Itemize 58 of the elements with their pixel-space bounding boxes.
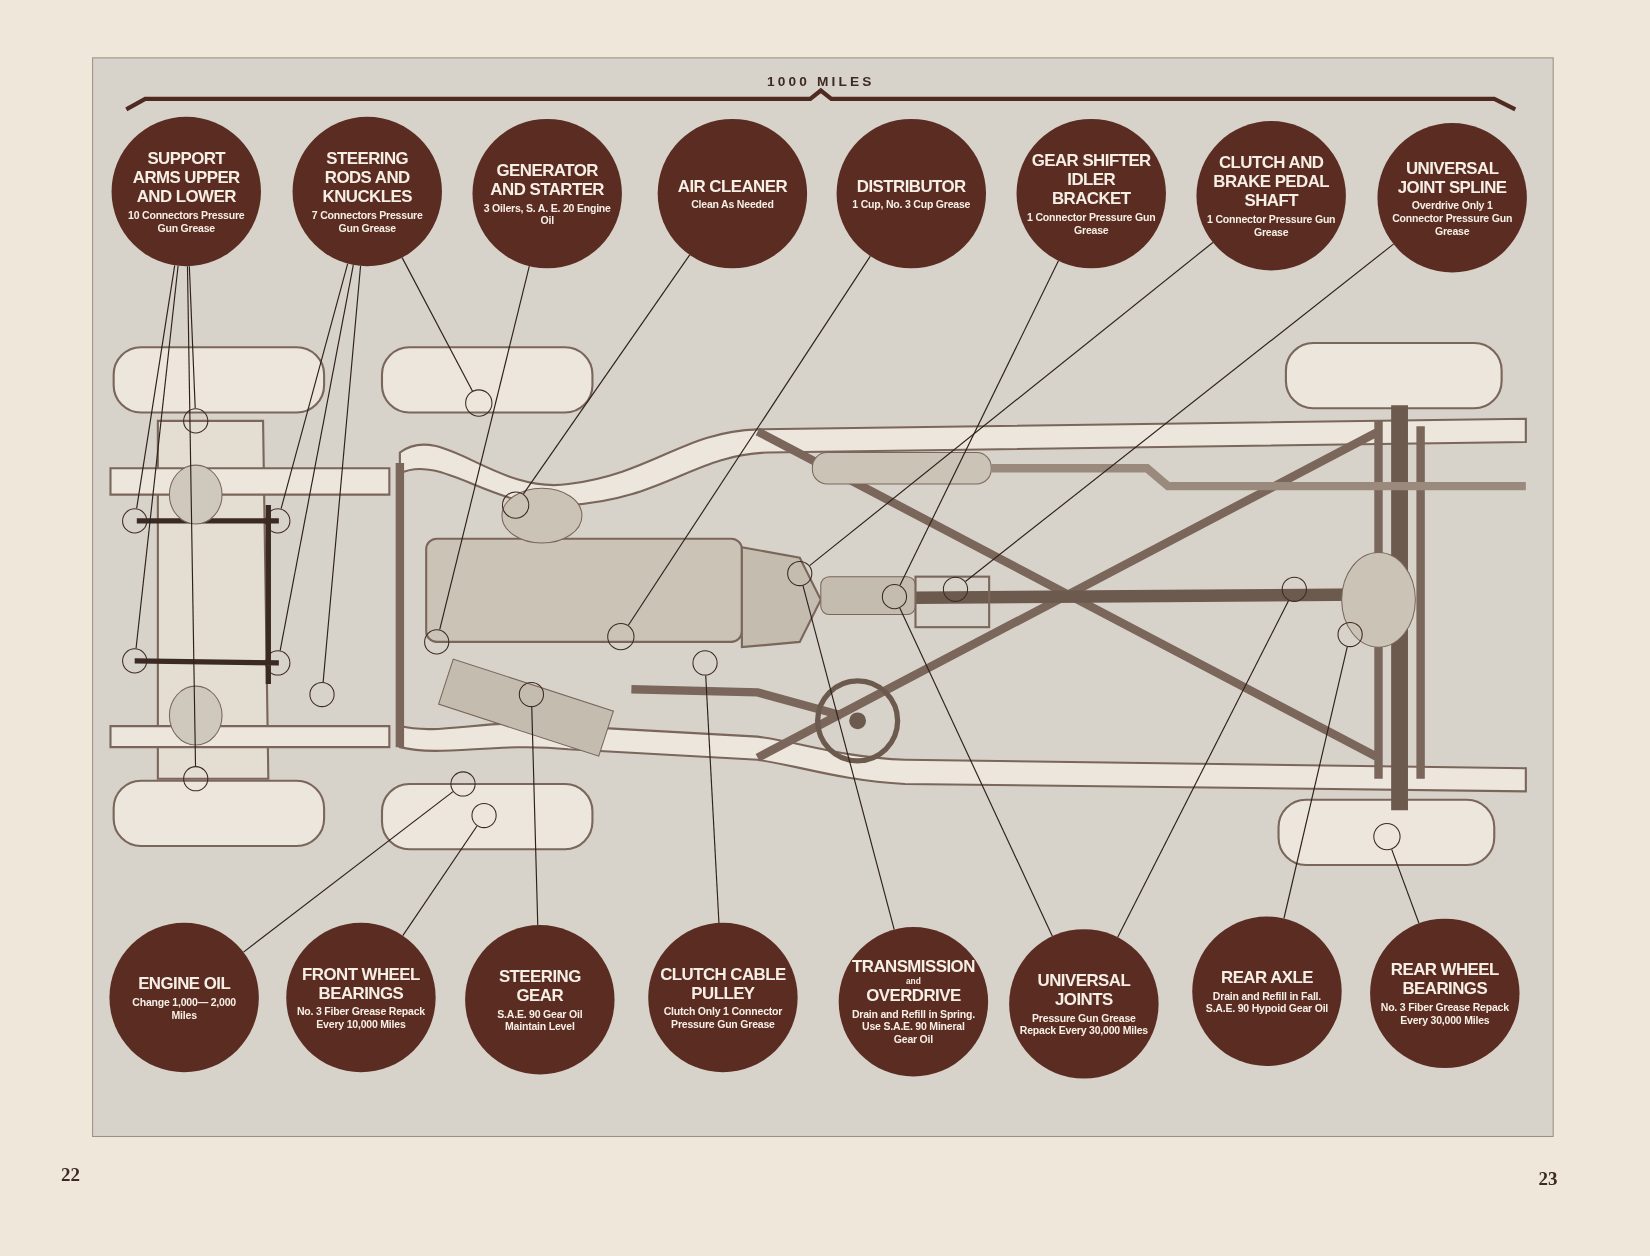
- service-instruction: Clean As Needed: [691, 198, 774, 211]
- leader-line: [188, 265, 196, 409]
- leader-line: [402, 825, 478, 937]
- leader-line: [899, 260, 1060, 586]
- part-title: DISTRIBUTOR: [856, 176, 966, 196]
- leader-line: [627, 255, 871, 626]
- page-number: 23: [1538, 1168, 1558, 1191]
- leader-line: [1283, 646, 1348, 920]
- part-title: STEERING GEAR: [497, 966, 582, 1005]
- leader-line: [280, 263, 349, 510]
- service-instruction: No. 3 Fiber Grease Repack Every 10,000 Miles: [296, 1005, 426, 1031]
- leader-line: [1117, 599, 1290, 938]
- distance-heading: 1000 MILES: [767, 73, 875, 90]
- part-title: SUPPORT ARMS UPPER AND LOWER: [131, 148, 241, 206]
- leader-line: [705, 674, 720, 924]
- leader-line: [899, 607, 1053, 937]
- service-instruction: No. 3 Fiber Grease Repack Every 30,000 Miles: [1380, 1001, 1509, 1027]
- service-instruction: Pressure Gun Grease Repack Every 30,000 Miles: [1019, 1011, 1149, 1038]
- service-instruction: 3 Oilers, S. A. E. 20 Engine Oil: [483, 201, 612, 227]
- part-title: UNIVERSAL JOINT SPLINE: [1396, 158, 1508, 197]
- part-title: ENGINE OIL: [138, 973, 231, 993]
- leader-line: [322, 265, 362, 683]
- part-title: OVERDRIVE: [866, 986, 961, 1005]
- part-title: GEAR SHIFTER IDLER BRACKET: [1030, 151, 1152, 208]
- part-title: STEERING RODS AND KNUCKLES: [321, 148, 413, 206]
- service-instruction: Change 1,000— 2,000 Miles: [131, 996, 237, 1022]
- service-instruction: Drain and Refill in Spring. Use S.A.E. 90 Mineral Gear Oil: [850, 1008, 976, 1046]
- leader-line: [802, 585, 895, 931]
- leader-line: [135, 265, 179, 649]
- leader-line: [1391, 848, 1420, 924]
- service-instruction: 7 Connectors Pressure Gun Grease: [310, 208, 424, 235]
- service-instruction: 1 Connector Pressure Gun Grease: [1027, 211, 1156, 237]
- leader-line: [401, 257, 473, 392]
- part-title: REAR WHEEL BEARINGS: [1389, 960, 1500, 999]
- service-instruction: 10 Connectors Pressure Gun Grease: [127, 208, 246, 235]
- leader-line: [964, 243, 1395, 583]
- service-instruction: Clutch Only 1 Connector Pressure Gun Grease: [662, 1005, 784, 1031]
- part-title: FRONT WHEEL BEARINGS: [301, 964, 421, 1003]
- service-instruction: S.A.E. 90 Gear Oil Maintain Level: [496, 1007, 584, 1033]
- leader-line: [242, 791, 454, 953]
- leader-line: [279, 264, 354, 652]
- leader-line: [136, 264, 176, 509]
- service-instruction: 1 Connector Pressure Gun Grease: [1207, 213, 1336, 239]
- service-instruction: Overdrive Only 1 Connector Pressure Gun Grease: [1391, 199, 1514, 238]
- part-title: CLUTCH AND BRAKE PEDAL SHAFT: [1212, 153, 1331, 210]
- page-number: 22: [61, 1163, 80, 1186]
- leader-line: [439, 265, 530, 631]
- leader-line: [809, 241, 1214, 567]
- part-title: UNIVERSAL JOINTS: [1036, 970, 1132, 1009]
- part-title: TRANSMISSION: [852, 957, 975, 977]
- part-title: AIR CLEANER: [677, 176, 788, 196]
- part-title: CLUTCH CABLE PULLEY: [659, 964, 787, 1003]
- part-title: REAR AXLE: [1221, 967, 1313, 987]
- conjunction-text: and: [905, 976, 921, 986]
- part-title: GENERATOR AND STARTER: [489, 160, 605, 199]
- leader-line: [531, 706, 539, 926]
- service-instruction: 1 Cup, No. 3 Cup Grease: [852, 198, 971, 211]
- service-instruction: Drain and Refill in Fall. S.A.E. 90 Hypoid Gear Oil: [1204, 989, 1330, 1015]
